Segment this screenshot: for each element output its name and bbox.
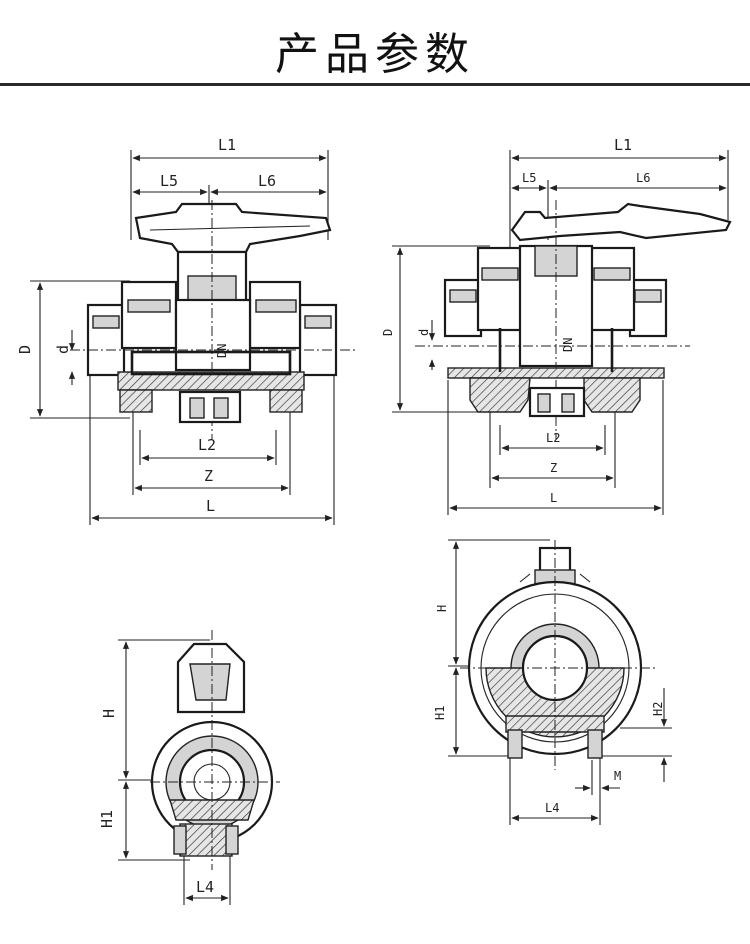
label-d-outer: D (16, 345, 34, 354)
side-view-right: H H1 H2 M L4 (433, 539, 672, 825)
front-view-right: L1 L5 L6 L2 Z L D d DN (381, 136, 732, 515)
front-view-left: L1 L5 L6 L2 Z L D d DN (16, 136, 355, 525)
label-h: H (100, 709, 118, 718)
label-l4: L4 (196, 878, 214, 896)
label-d-inner: d (54, 345, 72, 354)
label-h-right: H (435, 605, 449, 612)
label-l5-right: L5 (522, 171, 536, 185)
label-z-right: Z (550, 461, 557, 475)
label-dn-right: DN (561, 338, 575, 352)
label-l6: L6 (258, 172, 276, 190)
label-h2: H2 (651, 702, 665, 716)
label-l: L (206, 497, 215, 515)
label-l-right: L (550, 491, 557, 505)
label-z: Z (204, 467, 213, 485)
label-l4-right: L4 (545, 801, 559, 815)
label-d-outer-right: D (381, 329, 395, 336)
label-l1-right: L1 (614, 136, 632, 154)
label-l5: L5 (160, 172, 178, 190)
side-view-left: H H1 L4 (98, 630, 280, 905)
label-h1-right: H1 (433, 706, 447, 720)
page-title: 产品参数 (275, 29, 475, 80)
label-l2: L2 (198, 436, 216, 454)
label-l6-right: L6 (636, 171, 650, 185)
label-h1: H1 (98, 810, 116, 828)
label-l1: L1 (218, 136, 236, 154)
label-dn: DN (215, 344, 229, 358)
title-divider (0, 83, 750, 86)
label-m: M (614, 769, 621, 783)
label-d-inner-right: d (417, 329, 431, 336)
label-l2-right: L2 (546, 431, 560, 445)
